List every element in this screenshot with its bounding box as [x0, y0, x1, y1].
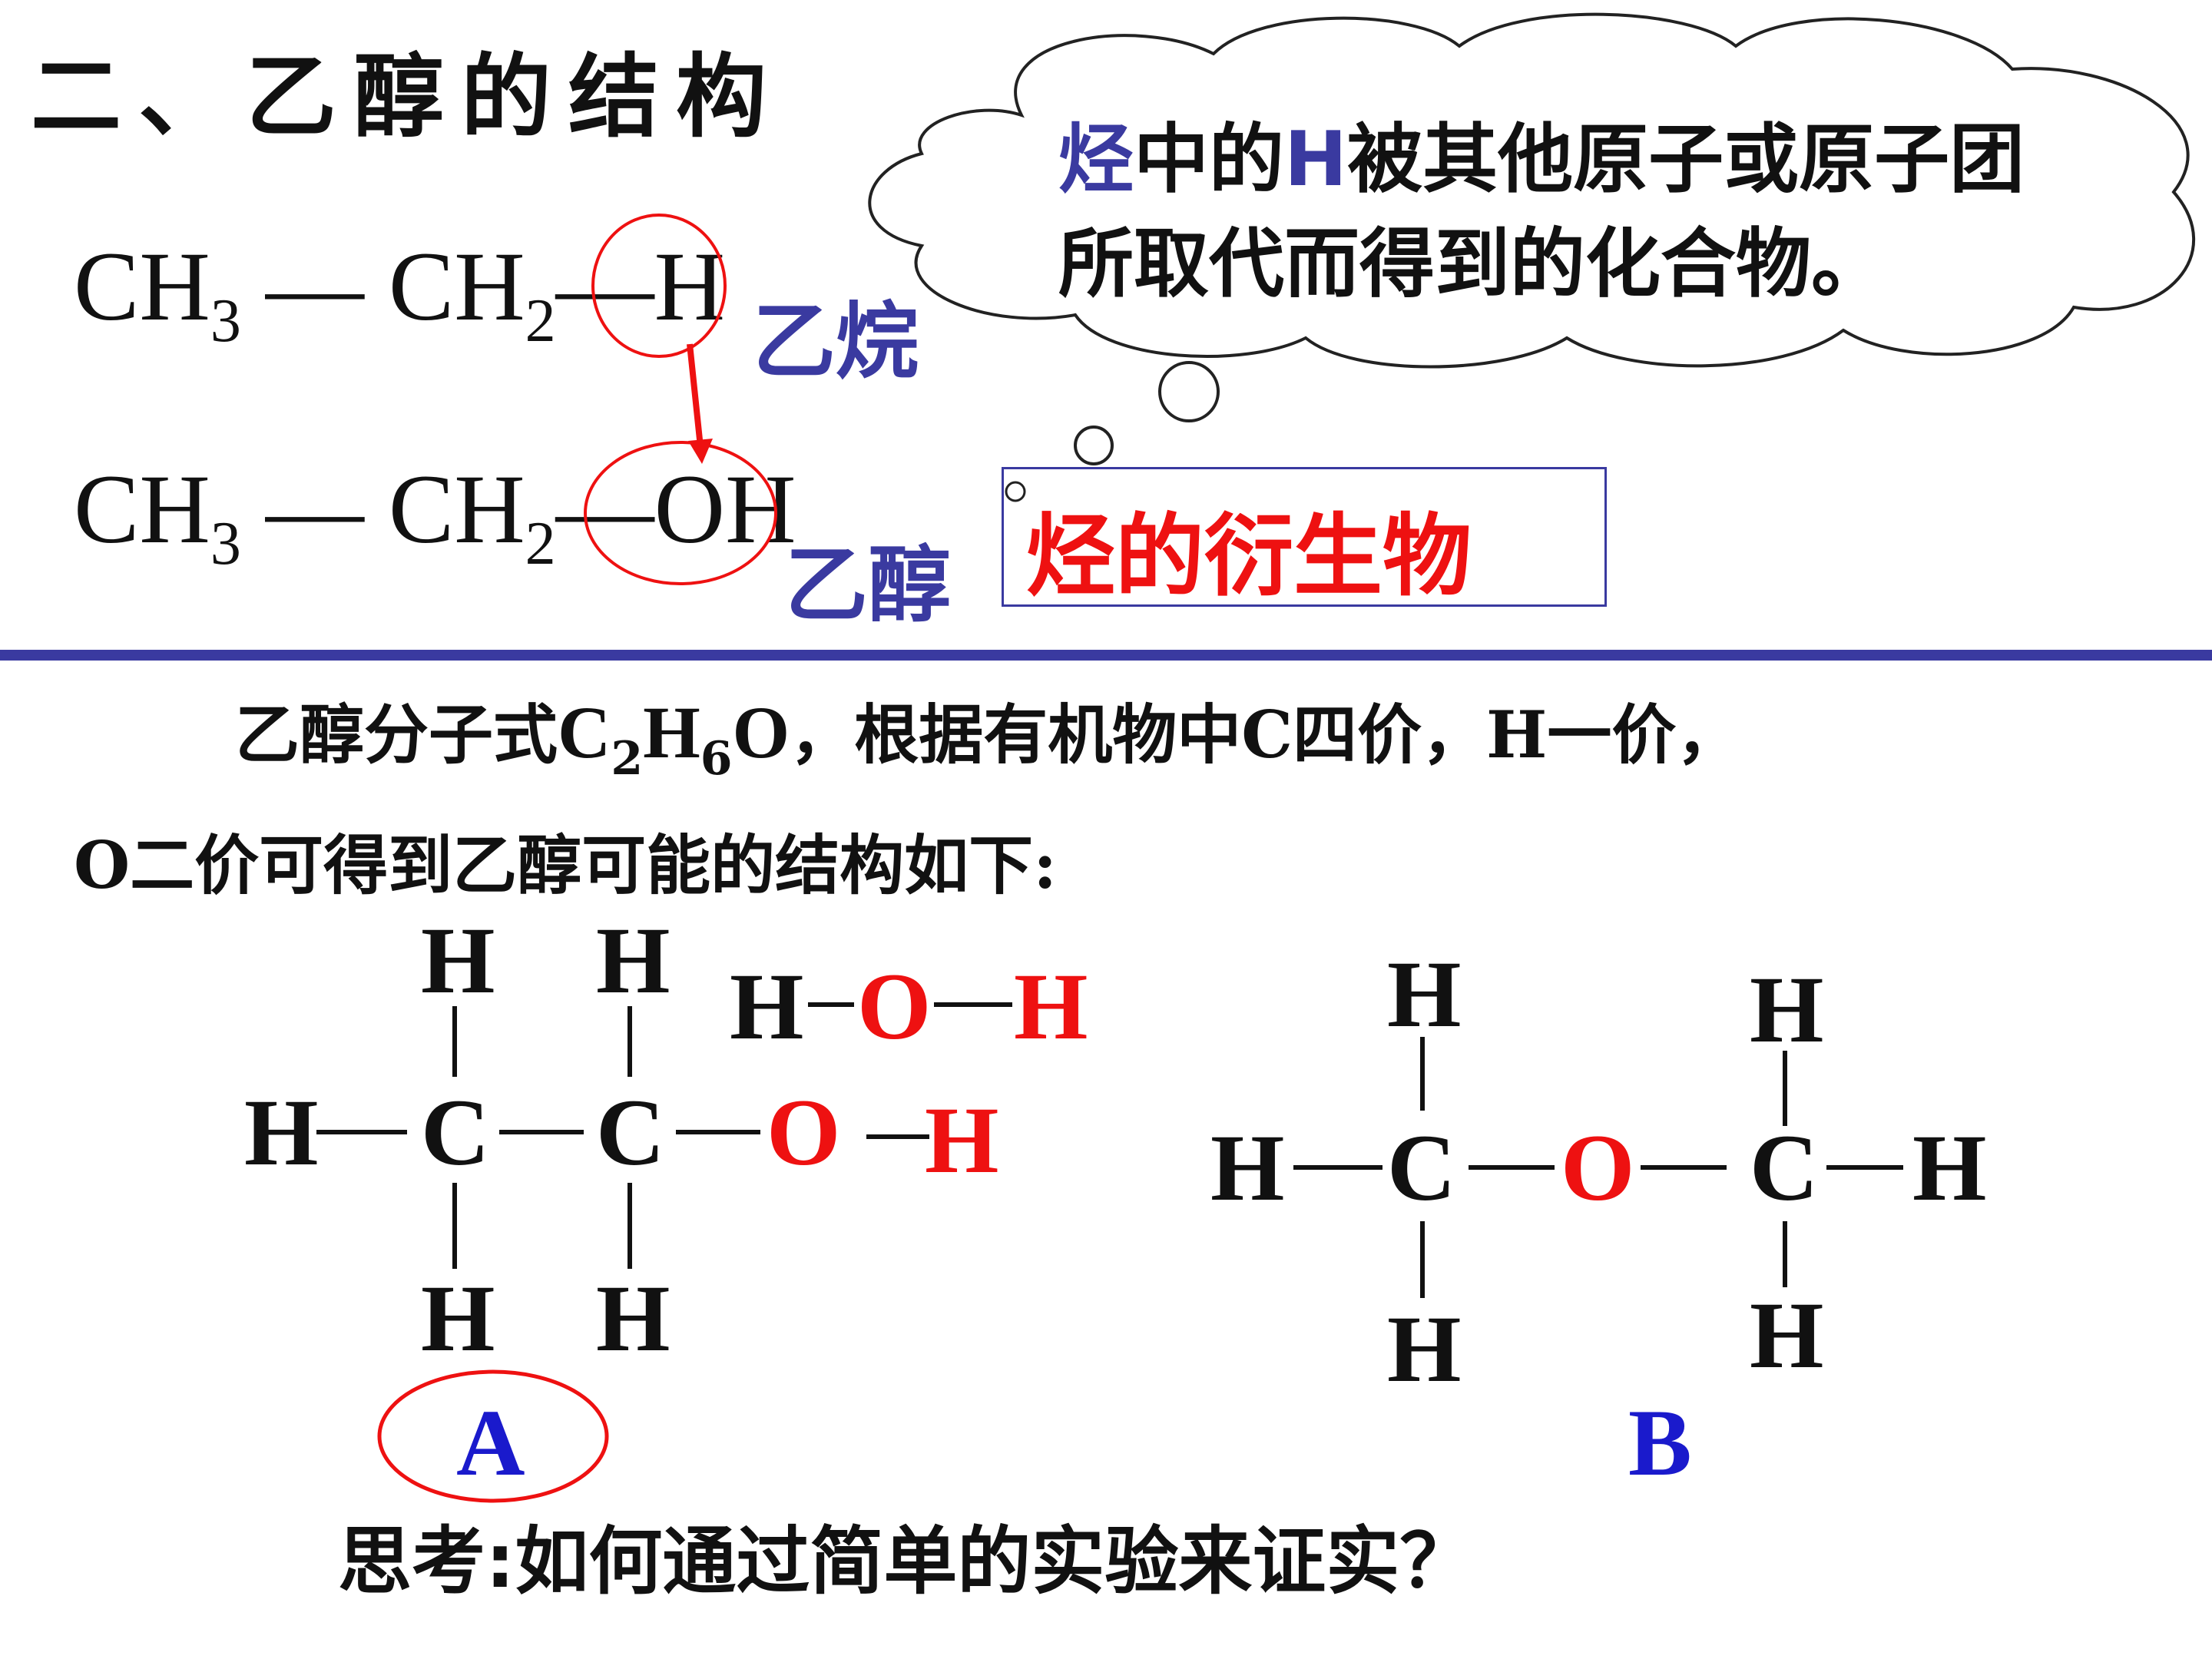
ethanol-sub2: 2	[525, 510, 556, 578]
ethane-name: 乙烷	[753, 294, 919, 390]
a-h-top-1: H	[421, 908, 495, 1013]
ethane-ch3: CH	[74, 232, 210, 341]
ethanol-ch2: CH	[388, 455, 525, 564]
b-o: O	[1561, 1115, 1635, 1220]
cloud-hl-hydrocarbon: 烃	[1058, 116, 1134, 204]
ethanol-name: 乙醇	[785, 538, 952, 634]
b-c-1: C	[1387, 1115, 1456, 1220]
a-h-left: H	[244, 1080, 319, 1185]
ethane-ch2: CH	[388, 232, 525, 341]
ethane-formula: CH3 — CH2—H	[74, 230, 726, 352]
formula-h: H	[643, 691, 700, 773]
water-h-1: H	[730, 954, 804, 1059]
substitution-arrow	[687, 343, 713, 464]
cloud-text-1: 中的	[1134, 116, 1285, 204]
structure-a-label-circle	[377, 1369, 609, 1503]
structure-a-bonds	[316, 1002, 1012, 1269]
structure-a-label: A	[456, 1390, 525, 1495]
cloud-hl-h: H	[1284, 116, 1348, 204]
thinking-question: 思考:如何通过简单的实验来证实？	[338, 1518, 1474, 1604]
formula-c-sub: 2	[611, 732, 644, 786]
thought-cloud	[868, 12, 2196, 369]
cloud-text-2: 被其他原子或原子团	[1347, 116, 2025, 204]
derivative-box	[1002, 467, 1607, 607]
b-h-left: H	[1210, 1115, 1285, 1220]
ethanol-bond: —	[240, 455, 389, 564]
ethanol-formula: CH3 — CH2—OH	[74, 453, 796, 575]
ethanol-sub3: 3	[210, 510, 241, 578]
a-c-2: C	[596, 1080, 665, 1185]
b-c-2: C	[1750, 1115, 1819, 1220]
derivative-label: 烃的衍生物	[1026, 505, 1472, 608]
a-h-bottom-1: H	[421, 1266, 495, 1371]
b-h-bottom-2: H	[1750, 1283, 1824, 1388]
ethane-h: —H	[555, 232, 726, 341]
b-h-top-2: H	[1750, 957, 1824, 1062]
ethane-sub3: 3	[210, 287, 241, 355]
ethane-h-highlight	[591, 214, 727, 358]
paragraph-line-1: 乙醇分子式C2H6O，根据有机物中C四价，H一价，	[235, 684, 1741, 782]
cloud-bubble-large	[1158, 361, 1220, 422]
a-h-top-2: H	[596, 908, 671, 1013]
cloud-line-1: 烃中的H被其他原子或原子团	[1058, 108, 2025, 212]
water-h-2: H	[1014, 954, 1088, 1059]
a-c-1: C	[421, 1080, 490, 1185]
section-divider	[0, 650, 2212, 661]
a-h-hydroxyl: H	[925, 1088, 999, 1193]
a-o: O	[767, 1080, 841, 1185]
cloud-bubble-small	[1005, 481, 1026, 502]
cloud-bubble-medium	[1074, 426, 1114, 465]
a-h-bottom-2: H	[596, 1266, 671, 1371]
formula-o: O	[732, 691, 790, 773]
b-h-right: H	[1912, 1115, 1987, 1220]
water-o: O	[857, 954, 932, 1059]
paragraph-line-2: O二价可得到乙醇可能的结构如下:	[74, 827, 1058, 903]
b-h-top-1: H	[1387, 942, 1462, 1047]
slide-title: 二、乙醇的结构	[31, 43, 784, 150]
ethanol-ch3: CH	[74, 455, 210, 564]
ethane-bond: —	[240, 232, 389, 341]
b-h-bottom-1: H	[1387, 1296, 1462, 1402]
cloud-line-2: 所取代而得到的化合物。	[1058, 220, 1887, 308]
structure-b-bonds	[1293, 1037, 1903, 1298]
ethane-sub2: 2	[525, 287, 556, 355]
ethanol-oh-highlight	[584, 441, 777, 585]
formula-c: C	[558, 691, 611, 773]
formula-h-sub: 6	[700, 732, 733, 786]
cloud-definition: 烃中的H被其他原子或原子团 所取代而得到的化合物。	[1058, 108, 2025, 316]
para-post: ，根据有机物中C四价，H一价，	[790, 697, 1741, 773]
structure-b-label: B	[1628, 1390, 1692, 1495]
para-pre: 乙醇分子式	[235, 697, 558, 773]
